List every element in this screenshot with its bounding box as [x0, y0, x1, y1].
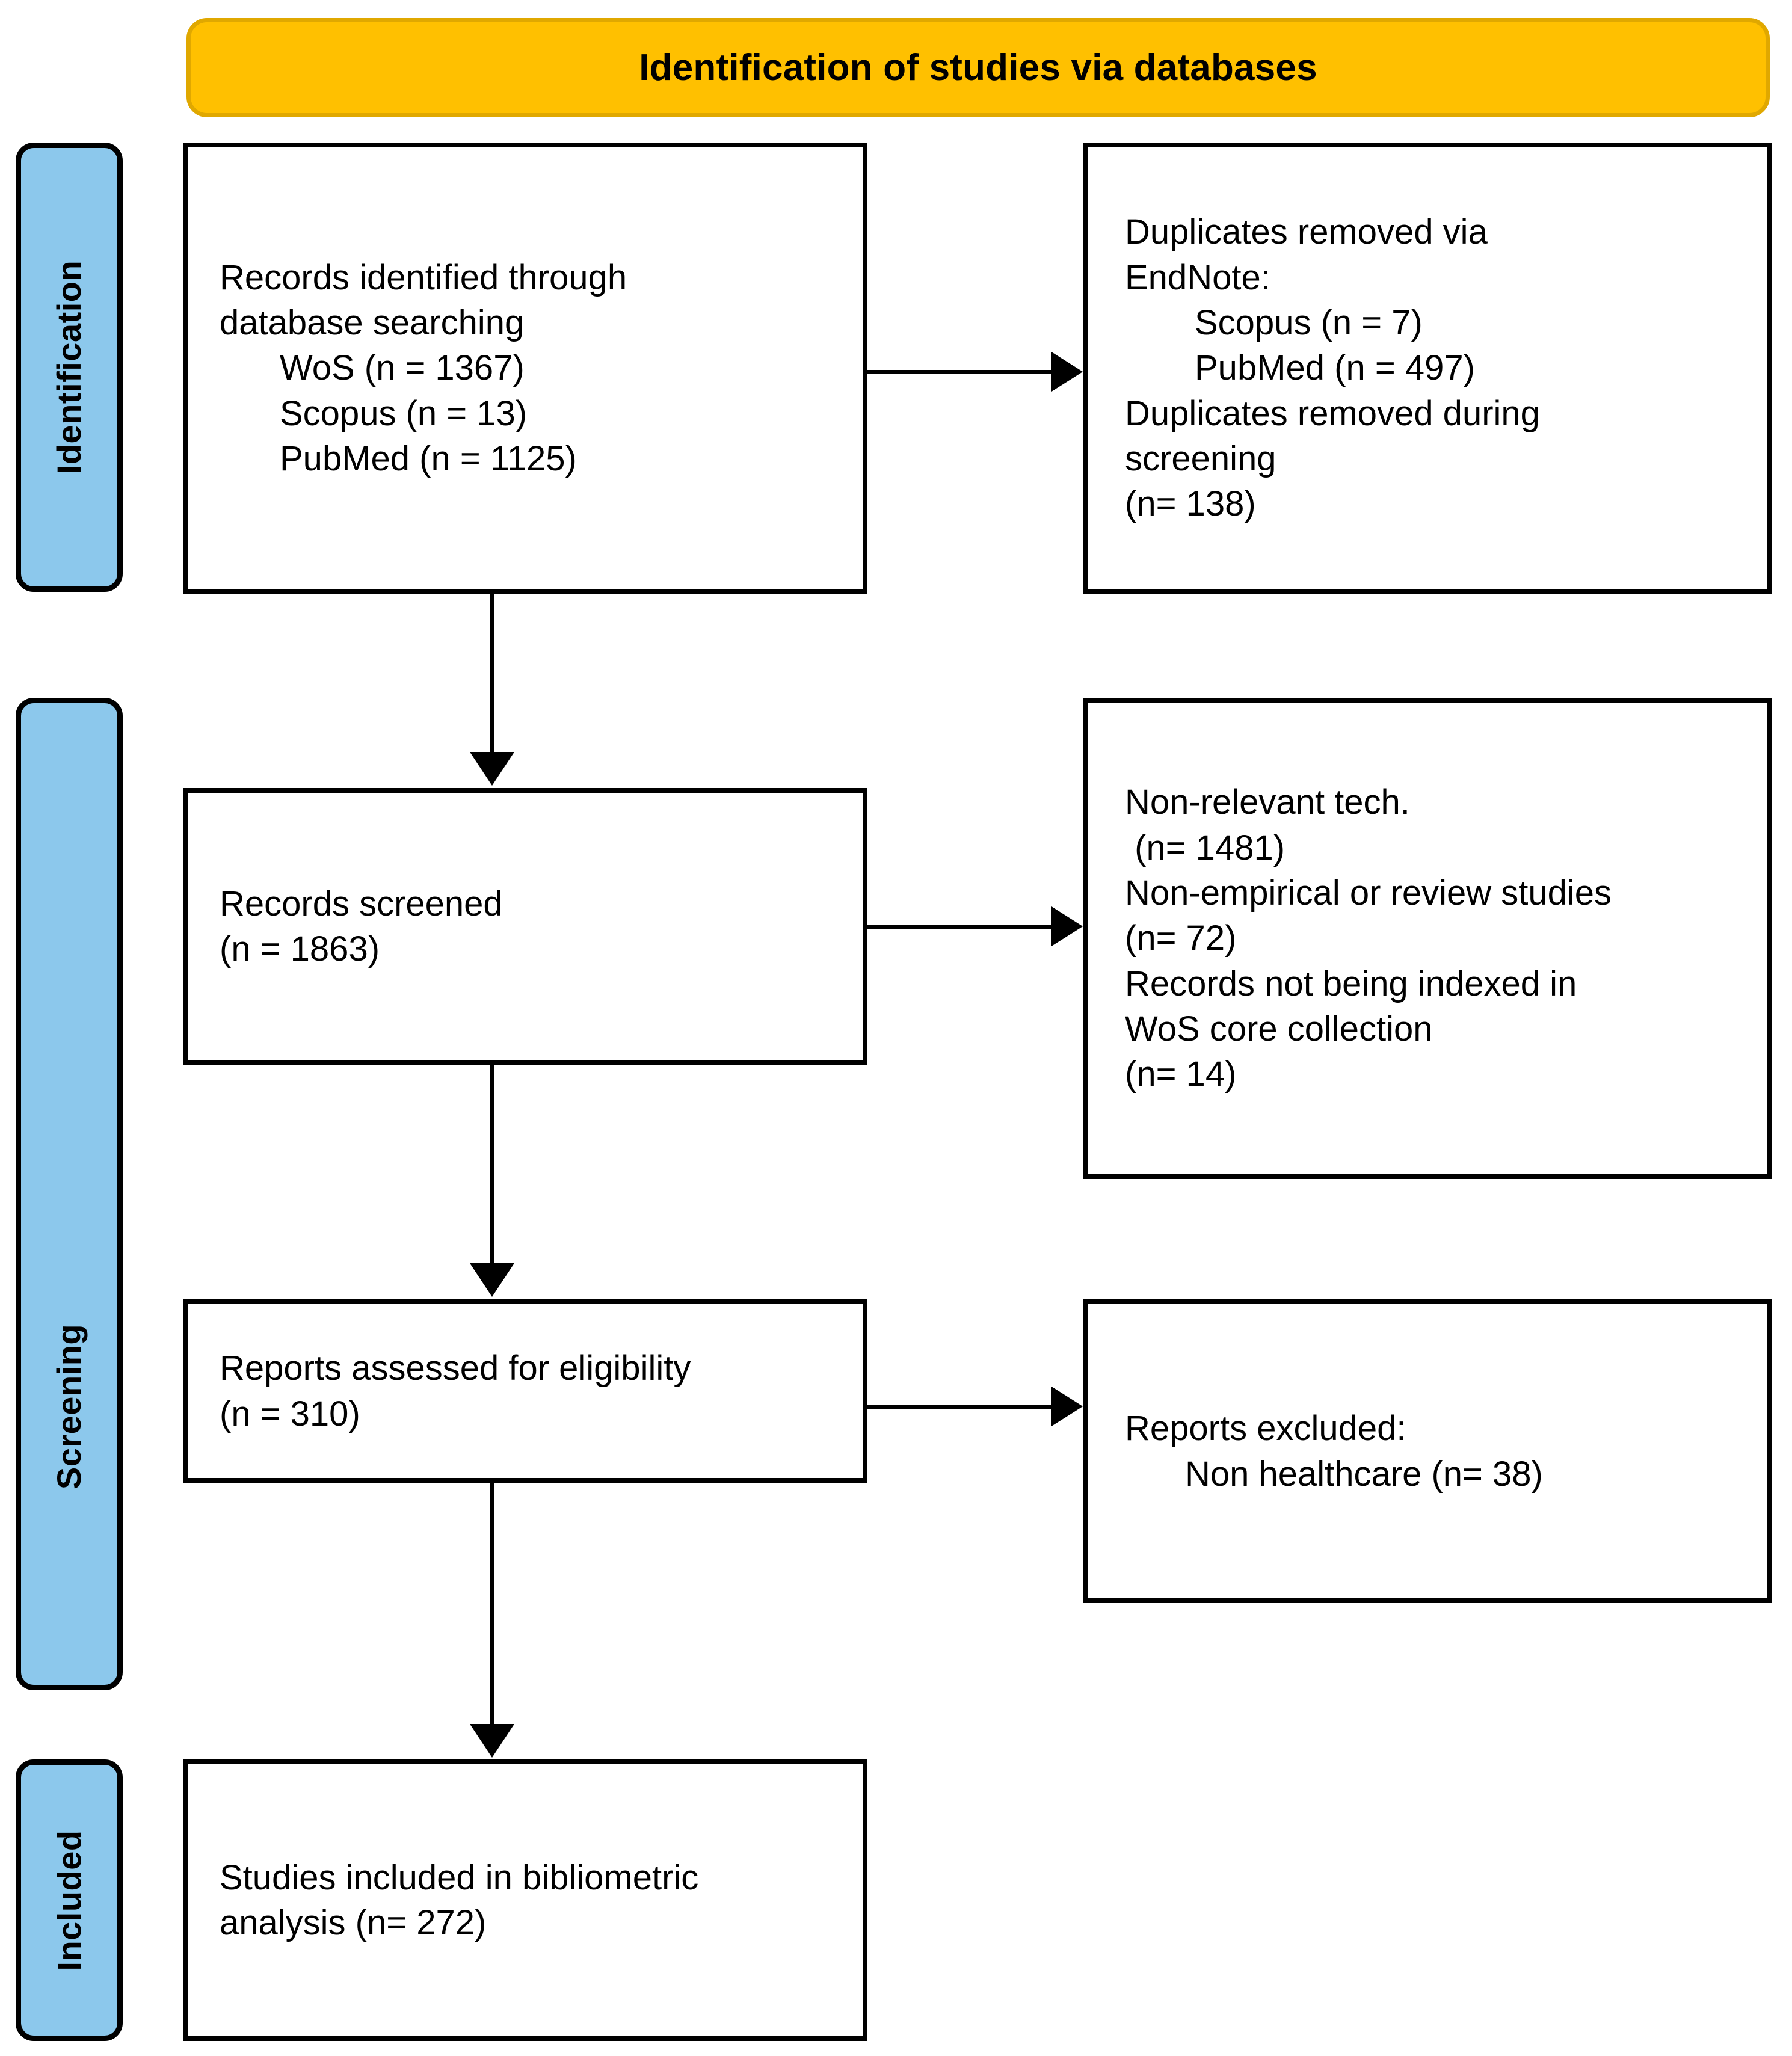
included-line-2: analysis (n= 272) — [220, 1903, 487, 1942]
records-screened-line-1: Records screened — [220, 884, 503, 923]
excluded-reports-line-2: Non healthcare (n= 38) — [1185, 1454, 1543, 1494]
duplicates-line-6: screening — [1125, 439, 1276, 479]
arrow-shaft — [867, 370, 1054, 374]
box-duplicates-removed: Duplicates removed via EndNote: Scopus (… — [1083, 143, 1772, 594]
eligibility-line-1: Reports assessed for eligibility — [220, 1349, 691, 1388]
box-records-screened: Records screened (n = 1863) — [183, 788, 867, 1065]
duplicates-line-2: EndNote: — [1125, 257, 1270, 297]
stage-label-included-text: Included — [50, 1829, 88, 1971]
records-identified-wos: WoS (n = 1367) — [280, 348, 525, 388]
duplicates-line-1: Duplicates removed via — [1125, 212, 1488, 252]
eligibility-line-2: (n = 310) — [220, 1394, 360, 1433]
box-records-excluded-screening: Non-relevant tech. (n= 1481) Non-empiric… — [1083, 698, 1772, 1179]
excluded-screening-line-6: WoS core collection — [1125, 1009, 1433, 1049]
arrow-shaft — [490, 1483, 494, 1726]
stage-label-identification-text: Identification — [50, 260, 88, 475]
duplicates-line-5: Duplicates removed during — [1125, 393, 1540, 433]
arrow-shaft — [867, 1405, 1054, 1409]
box-reports-assessed-eligibility: Reports assessed for eligibility (n = 31… — [183, 1299, 867, 1483]
arrow-head — [470, 1724, 514, 1758]
stage-label-identification: Identification — [16, 143, 123, 592]
records-identified-scopus: Scopus (n = 13) — [280, 393, 528, 433]
excluded-screening-line-4: (n= 72) — [1125, 919, 1237, 958]
included-line-1: Studies included in bibliometric — [220, 1857, 699, 1897]
box-studies-included: Studies included in bibliometric analysi… — [183, 1759, 867, 2041]
box-reports-excluded: Reports excluded: Non healthcare (n= 38) — [1083, 1299, 1772, 1603]
excluded-screening-line-2: (n= 1481) — [1125, 828, 1285, 867]
diagram-title-banner: Identification of studies via databases — [186, 18, 1770, 117]
stage-label-screening: Screening — [16, 698, 123, 1690]
box-records-identified: Records identified through database sear… — [183, 143, 867, 594]
arrow-head — [1051, 352, 1083, 392]
arrow-head — [1051, 906, 1083, 946]
arrow-shaft — [490, 594, 494, 755]
records-identified-line-2: database searching — [220, 303, 525, 342]
excluded-screening-line-1: Non-relevant tech. — [1125, 783, 1410, 822]
stage-label-included: Included — [16, 1759, 123, 2041]
duplicates-scopus: Scopus (n = 7) — [1195, 303, 1423, 342]
arrow-head — [470, 1263, 514, 1297]
arrow-head — [470, 752, 514, 786]
excluded-screening-line-7: (n= 14) — [1125, 1054, 1237, 1094]
arrow-shaft — [490, 1065, 494, 1266]
duplicates-pubmed: PubMed (n = 497) — [1195, 348, 1475, 388]
records-screened-line-2: (n = 1863) — [220, 929, 380, 968]
arrow-head — [1051, 1387, 1083, 1426]
arrow-shaft — [867, 925, 1054, 929]
excluded-screening-line-5: Records not being indexed in — [1125, 964, 1577, 1003]
records-identified-pubmed: PubMed (n = 1125) — [280, 439, 577, 479]
diagram-title: Identification of studies via databases — [639, 47, 1317, 88]
excluded-reports-line-1: Reports excluded: — [1125, 1409, 1406, 1448]
excluded-screening-line-3: Non-empirical or review studies — [1125, 873, 1612, 913]
stage-label-screening-text: Screening — [50, 1323, 88, 1490]
records-identified-line-1: Records identified through — [220, 257, 627, 297]
duplicates-line-7: (n= 138) — [1125, 484, 1256, 524]
